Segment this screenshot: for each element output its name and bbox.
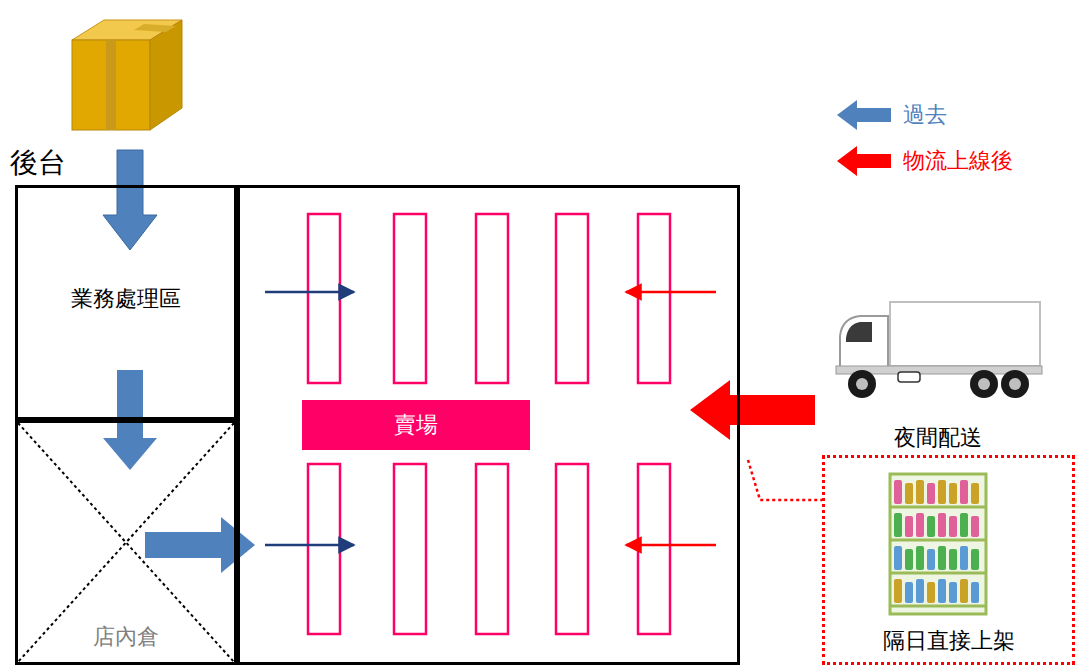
- sales-floor-box: 賣場: [237, 185, 740, 665]
- bottle: [927, 549, 935, 570]
- truck-node: 夜間配送: [828, 295, 1048, 457]
- product-shelf-icon: [890, 474, 986, 614]
- bottle: [938, 546, 946, 570]
- legend-text: 物流上線後: [903, 148, 1013, 174]
- bottle: [905, 582, 913, 603]
- bottle: [894, 513, 902, 537]
- bottle: [949, 516, 957, 537]
- node-text: 業務處理區: [71, 286, 181, 312]
- bottle: [949, 582, 957, 603]
- node-text: 店內倉: [90, 624, 162, 650]
- bottle: [960, 513, 968, 537]
- bottle: [960, 546, 968, 570]
- floor-name-bar: 賣場: [302, 400, 530, 450]
- callout-box: 隔日直接上架: [822, 455, 1075, 665]
- legend-arrow-shape: [837, 146, 891, 176]
- bottle: [916, 546, 924, 570]
- bottle: [916, 480, 924, 504]
- legend-arrow: [835, 144, 893, 178]
- legend-row: 物流上線後: [835, 138, 1013, 184]
- bottle: [927, 582, 935, 603]
- node-text: 賣場: [394, 412, 438, 438]
- bottle: [916, 513, 924, 537]
- inbound-arrow: [103, 150, 157, 250]
- bottle: [894, 579, 902, 603]
- legend-arrow: [835, 98, 893, 132]
- legend-row: 過去: [835, 92, 1013, 138]
- shelf-board: [890, 605, 986, 608]
- restock-arrow: [265, 292, 716, 545]
- bottle: [938, 480, 946, 504]
- node-text: 隔日直接上架: [883, 628, 1015, 654]
- block-arrow: [690, 380, 815, 440]
- shelf-board: [890, 506, 986, 509]
- bottle: [894, 480, 902, 504]
- bottle: [971, 549, 979, 570]
- bottle: [905, 549, 913, 570]
- leader-line: [748, 460, 822, 500]
- bottle: [960, 579, 968, 603]
- backroom-label: 後台: [10, 146, 66, 180]
- bottle: [949, 549, 957, 570]
- parcel-icon: [72, 20, 182, 130]
- bottle: [916, 579, 924, 603]
- bottle: [927, 483, 935, 504]
- legend: 過去物流上線後: [835, 92, 1013, 184]
- shelf-board: [890, 539, 986, 542]
- bottle: [905, 483, 913, 504]
- bottle: [894, 546, 902, 570]
- bottle: [938, 579, 946, 603]
- storage-room-box: 店內倉: [15, 420, 237, 665]
- node-text: 夜間配送: [894, 425, 982, 451]
- bottle: [971, 483, 979, 504]
- bottle: [949, 483, 957, 504]
- bottle: [927, 516, 935, 537]
- legend-arrow-shape: [837, 100, 891, 130]
- legend-text: 過去: [903, 102, 947, 128]
- bottle: [905, 516, 913, 537]
- bottle: [971, 582, 979, 603]
- bottle: [960, 480, 968, 504]
- truck-icon: [836, 302, 1042, 398]
- work-area-box: 業務處理區: [15, 185, 237, 420]
- bottle: [971, 516, 979, 537]
- bottle: [938, 513, 946, 537]
- shelf-board: [890, 572, 986, 575]
